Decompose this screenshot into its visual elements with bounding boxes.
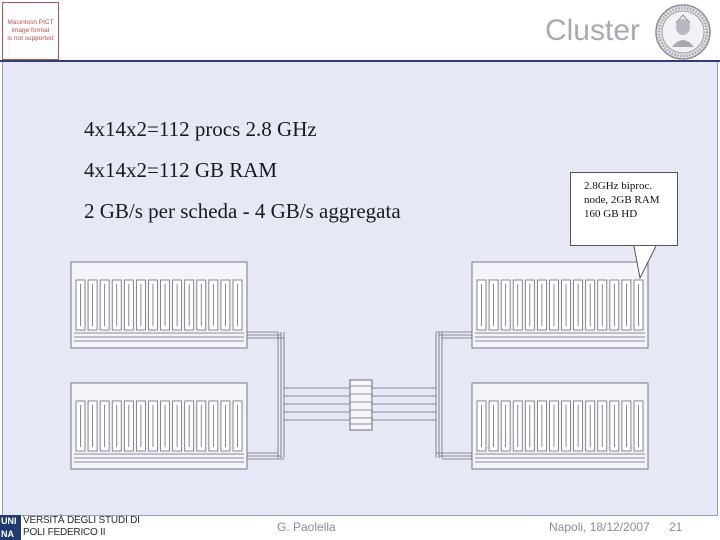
- logo-word-bottom: POLI FEDERICO II: [23, 527, 106, 538]
- footer-page-number: 21: [669, 520, 683, 534]
- header-rule: [0, 60, 720, 62]
- university-seal-icon: [655, 4, 711, 60]
- slide-title: Cluster: [544, 14, 640, 47]
- pict-placeholder-text: Macintosh PICT image format is not suppo…: [7, 19, 54, 42]
- footer-date: Napoli, 18/12/2007: [549, 520, 650, 534]
- pict-placeholder: Macintosh PICT image format is not suppo…: [2, 2, 59, 60]
- bullet-ram: 4x14x2=112 GB RAM: [84, 158, 278, 182]
- logo-words: VERSITÀ DEGLI STUDI DI POLI FEDERICO II: [21, 515, 140, 540]
- logo-line-uni: UNI: [0, 515, 21, 528]
- logo-block: UNI NA: [0, 515, 21, 540]
- footer-author: G. Paolella: [277, 520, 336, 534]
- university-logo: UNI NA VERSITÀ DEGLI STUDI DI POLI FEDER…: [0, 515, 140, 540]
- node-callout: 2.8GHz biproc. node, 2GB RAM 160 GB HD: [570, 172, 678, 246]
- bullet-procs: 4x14x2=112 procs 2.8 GHz: [84, 117, 317, 141]
- logo-line-na: NA: [0, 527, 21, 540]
- logo-word-top: VERSITÀ DEGLI STUDI DI: [23, 515, 140, 526]
- bullet-bandwidth: 2 GB/s per scheda - 4 GB/s aggregata: [84, 199, 401, 223]
